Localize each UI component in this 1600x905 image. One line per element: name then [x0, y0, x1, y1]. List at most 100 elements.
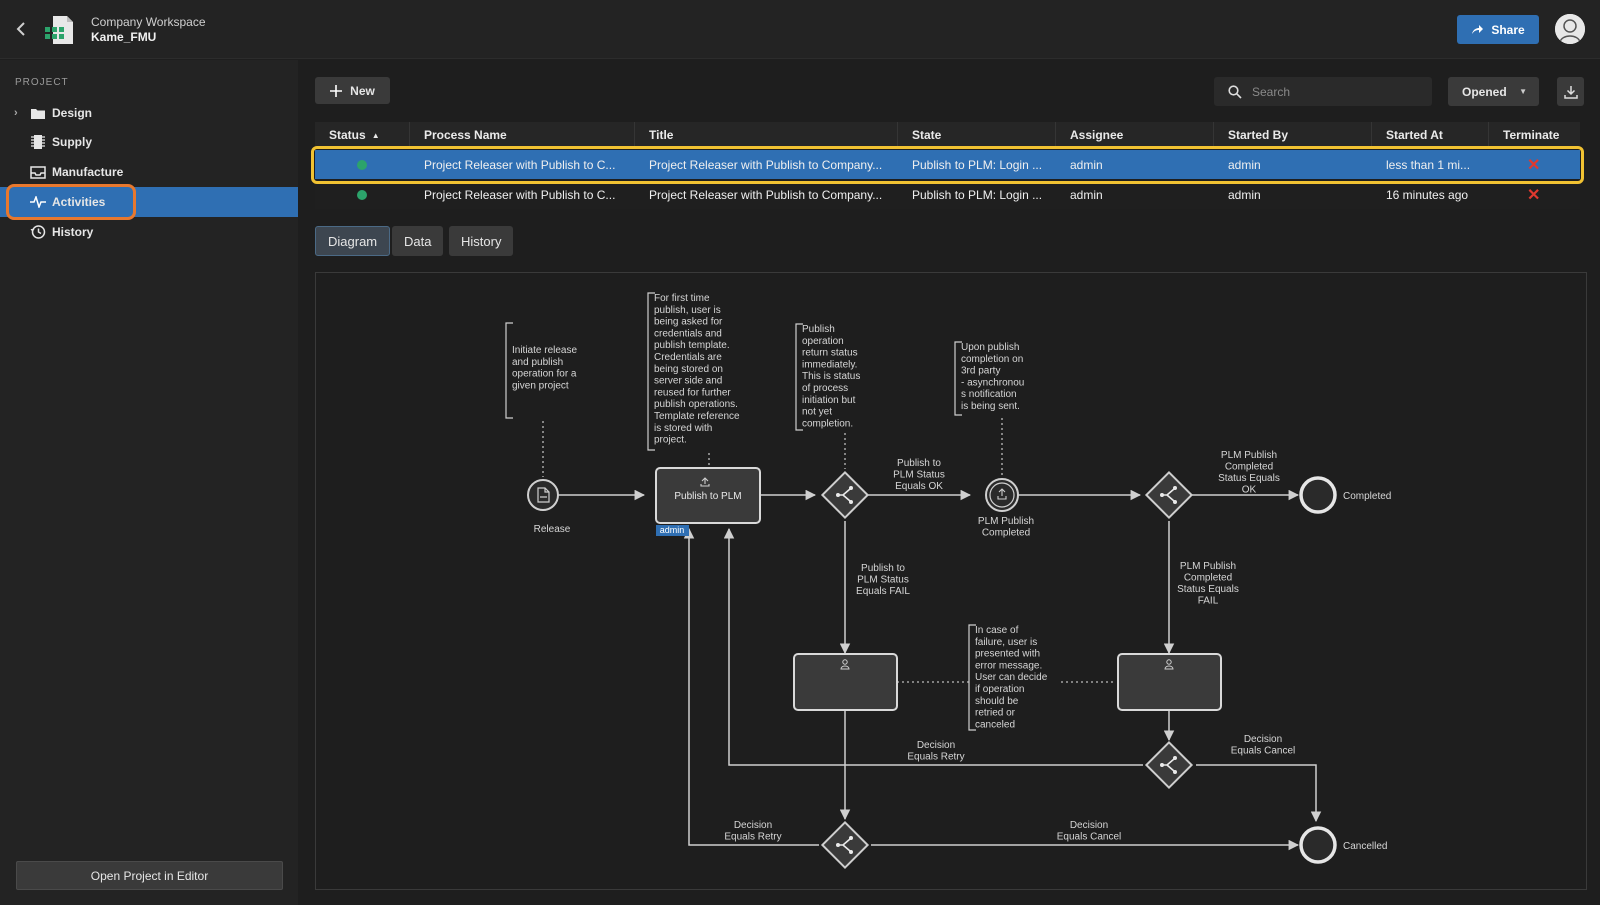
share-label: Share: [1491, 22, 1525, 37]
share-icon: [1472, 25, 1484, 34]
workspace-label: Company Workspace: [91, 15, 206, 29]
open-in-editor-button[interactable]: Open Project in Editor: [16, 861, 283, 890]
state-cell: Publish to PLM: Login ...: [912, 187, 1043, 202]
publish-task-label: Publish to PLM: [674, 491, 741, 502]
chip-icon: [30, 134, 46, 150]
completion-status-gateway[interactable]: [1144, 470, 1194, 520]
completion-decision-gateway[interactable]: [1144, 740, 1194, 790]
title-cell: Project Releaser with Publish to Company…: [649, 157, 883, 172]
new-label: New: [350, 83, 375, 98]
sidebar-item-supply[interactable]: Supply: [0, 127, 298, 157]
sidebar-item-label: Design: [52, 106, 93, 120]
project-section-label: PROJECT: [15, 77, 69, 88]
column-header-title[interactable]: Title: [634, 122, 897, 148]
plus-icon: [330, 84, 343, 97]
terminate-icon[interactable]: ✕: [1527, 156, 1541, 174]
history-icon: [30, 224, 46, 240]
tab-diagram[interactable]: Diagram: [315, 226, 391, 256]
publish-to-plm-task[interactable]: Publish to PLM: [655, 467, 761, 524]
release-label: Release: [534, 524, 571, 535]
new-button[interactable]: New: [315, 77, 390, 104]
search-icon: [1228, 84, 1242, 99]
started-at-cell: less than 1 mi...: [1386, 157, 1471, 172]
process-name-cell: Project Releaser with Publish to C...: [424, 187, 616, 202]
cancelled-label: Cancelled: [1343, 841, 1387, 852]
column-header-state[interactable]: State: [897, 122, 1055, 148]
status-indicator: [357, 180, 367, 209]
table-header: Status▲ Process Name Title State Assigne…: [315, 122, 1580, 148]
column-header-process-name[interactable]: Process Name: [409, 122, 634, 148]
sidebar-item-manufacture[interactable]: Manufacture: [0, 157, 298, 187]
search-box[interactable]: [1214, 77, 1432, 106]
table-row[interactable]: Project Releaser with Publish to C... Pr…: [315, 150, 1580, 179]
sidebar-item-design[interactable]: › Design: [0, 98, 298, 128]
plm-publish-completed-event[interactable]: [985, 478, 1019, 512]
project-name: Kame_FMU: [91, 30, 157, 44]
sidebar-item-label: History: [52, 225, 94, 239]
completed-label: Completed: [1343, 491, 1391, 502]
tab-data[interactable]: Data: [392, 226, 444, 256]
started-at-cell: 16 minutes ago: [1386, 187, 1469, 202]
sidebar-item-label: Manufacture: [52, 165, 124, 179]
chevron-right-icon[interactable]: ›: [14, 107, 18, 119]
column-header-started-by[interactable]: Started By: [1213, 122, 1371, 148]
share-button[interactable]: Share: [1457, 15, 1539, 44]
sidebar-item-activities[interactable]: Activities: [0, 187, 298, 217]
started-by-cell: admin: [1228, 157, 1261, 172]
state-cell: Publish to PLM: Login ...: [912, 157, 1043, 172]
column-header-started-at[interactable]: Started At: [1371, 122, 1488, 148]
process-name-cell: Project Releaser with Publish to C...: [424, 157, 616, 172]
status-indicator: [357, 150, 367, 179]
activity-icon: [30, 194, 46, 210]
workspace-logo-icon: [42, 13, 76, 47]
confirm-completion-failure-task[interactable]: [1117, 653, 1222, 711]
completed-end-event[interactable]: [1299, 476, 1337, 514]
failure-decision-gateway[interactable]: [820, 820, 870, 870]
release-start-event[interactable]: [527, 479, 559, 511]
tray-icon: [30, 164, 46, 180]
top-bar: Company Workspace Kame_FMU Share: [0, 0, 1600, 59]
cancelled-end-event[interactable]: [1299, 826, 1337, 864]
sort-asc-icon: ▲: [371, 130, 380, 140]
search-input[interactable]: [1252, 84, 1422, 99]
terminate-icon[interactable]: ✕: [1527, 186, 1541, 204]
column-header-assignee[interactable]: Assignee: [1055, 122, 1213, 148]
column-header-status[interactable]: Status▲: [329, 128, 380, 142]
tab-history[interactable]: History: [449, 226, 514, 256]
sidebar: PROJECT › Design Supply Manufacture Acti…: [0, 60, 298, 905]
assignee-badge: admin: [660, 525, 685, 535]
assignee-cell: admin: [1070, 157, 1103, 172]
download-icon: [1563, 85, 1578, 99]
publish-status-gateway[interactable]: [820, 470, 870, 520]
user-avatar[interactable]: [1555, 14, 1585, 44]
opened-filter-label: Opened: [1462, 84, 1507, 99]
confirm-publish-failure-task[interactable]: [793, 653, 898, 711]
folder-icon: [30, 105, 46, 121]
table-row[interactable]: Project Releaser with Publish to C... Pr…: [315, 180, 1580, 209]
assignee-cell: admin: [1070, 187, 1103, 202]
back-arrow-icon[interactable]: [14, 20, 30, 38]
caret-down-icon: ▼: [1519, 87, 1527, 96]
sidebar-item-history[interactable]: History: [0, 217, 298, 247]
column-header-terminate[interactable]: Terminate: [1488, 122, 1580, 148]
sidebar-item-label: Activities: [52, 195, 106, 209]
opened-filter-dropdown[interactable]: Opened ▼: [1448, 77, 1539, 106]
title-cell: Project Releaser with Publish to Company…: [649, 187, 883, 202]
download-button[interactable]: [1557, 77, 1584, 106]
started-by-cell: admin: [1228, 187, 1261, 202]
